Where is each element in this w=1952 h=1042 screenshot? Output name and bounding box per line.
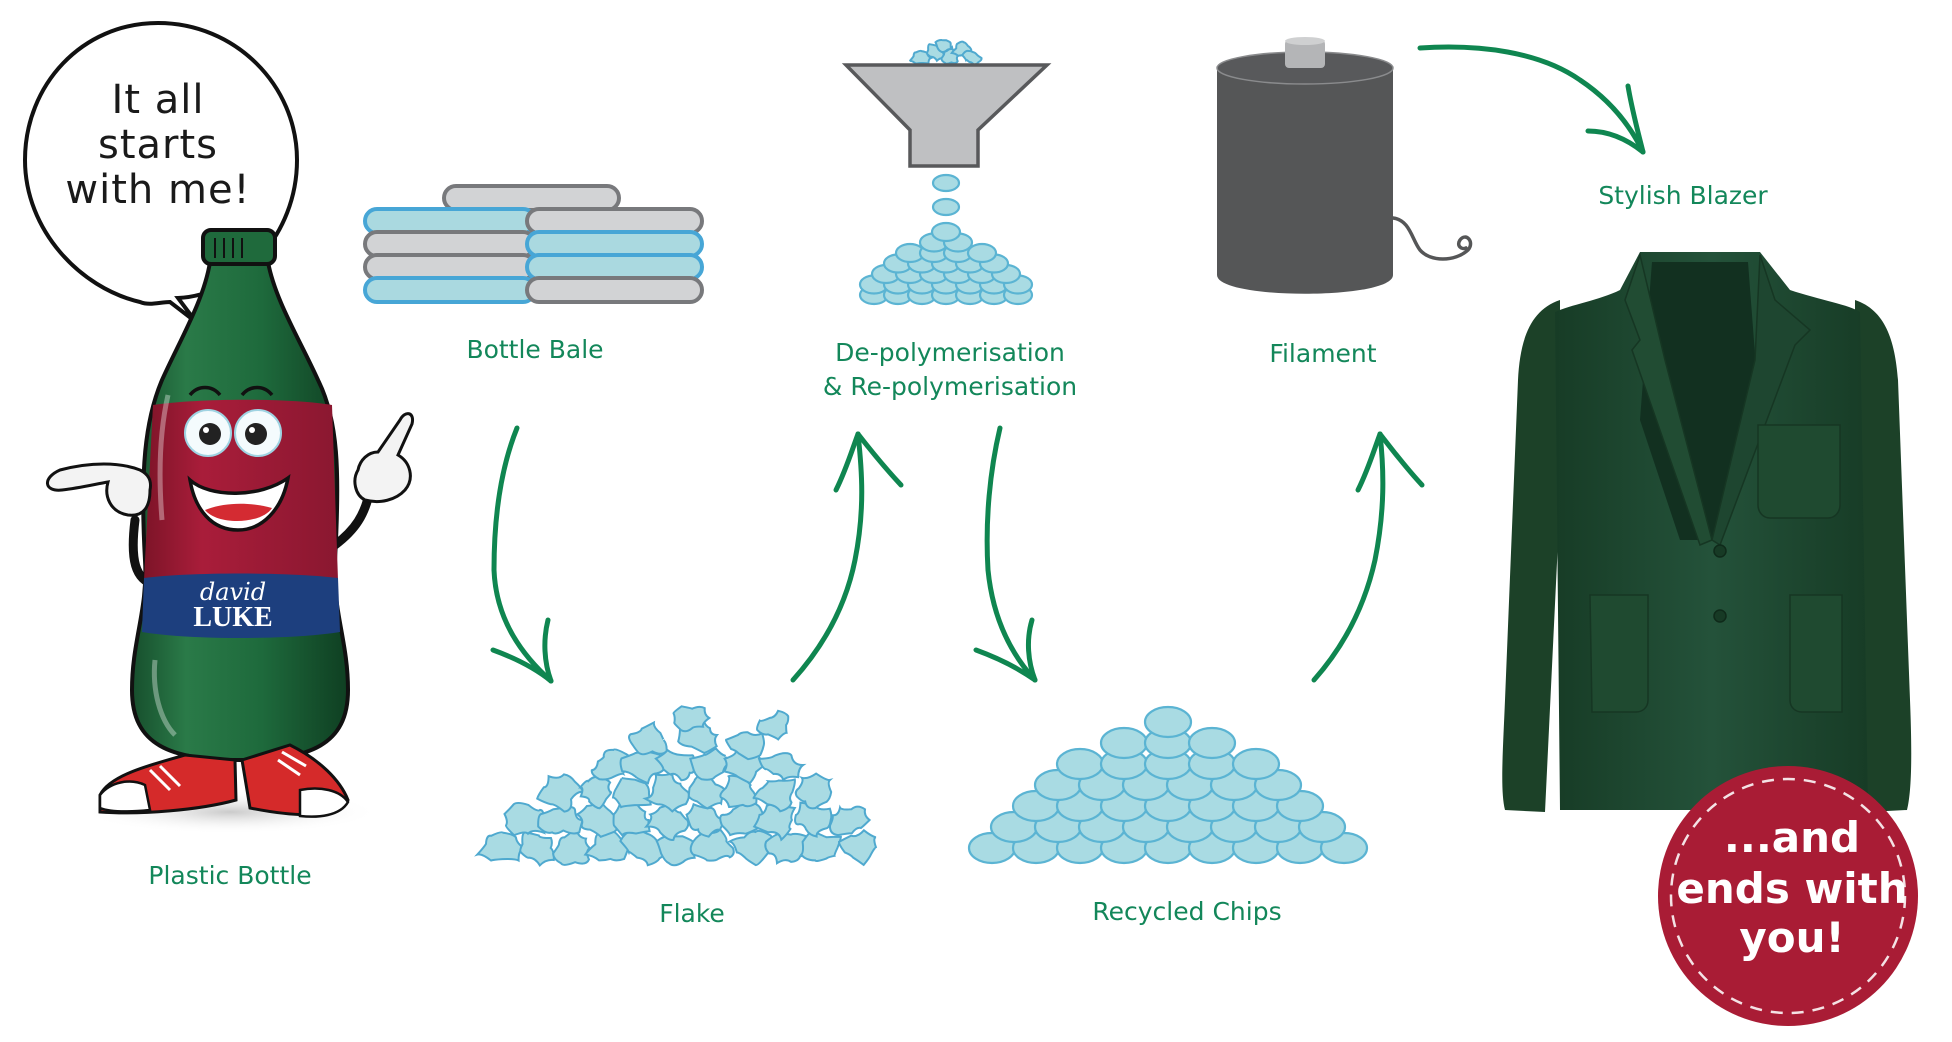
bottle-cap bbox=[201, 228, 277, 266]
brand-script-text: david bbox=[200, 578, 266, 606]
flake bbox=[828, 804, 872, 837]
label-recycled-chips: Recycled Chips bbox=[1092, 897, 1281, 926]
flake bbox=[672, 705, 712, 733]
flake bbox=[619, 829, 669, 867]
bubble-line-3: with me! bbox=[65, 167, 250, 213]
flake bbox=[726, 829, 774, 867]
flake bbox=[590, 748, 633, 781]
arrow-chips-to-filament bbox=[1311, 431, 1425, 683]
flake bbox=[752, 778, 796, 813]
arrow-filament-to-blazer bbox=[1417, 44, 1646, 155]
blazer-button-bottom bbox=[1713, 609, 1727, 623]
flake-pile bbox=[474, 705, 878, 868]
brand-caps-text: LUKE bbox=[193, 602, 272, 633]
flake bbox=[794, 801, 833, 838]
badge-line-1: ...and bbox=[1724, 813, 1860, 862]
flake bbox=[642, 770, 690, 813]
flake bbox=[611, 776, 652, 809]
blazer-left-lapel bbox=[1624, 252, 1713, 546]
flake bbox=[799, 829, 842, 863]
ends-with-you-badge: ...and ends with you! bbox=[1658, 766, 1918, 1026]
flake bbox=[654, 748, 695, 782]
chip bbox=[1055, 747, 1105, 781]
badge-line-2: ends with bbox=[1676, 864, 1907, 913]
falling-chip bbox=[931, 197, 961, 217]
arrow-bale-to-flake bbox=[490, 425, 554, 684]
mascot-bottle: david LUKE bbox=[46, 228, 415, 834]
flake bbox=[837, 828, 878, 867]
blazer-button-top bbox=[1713, 544, 1727, 558]
flake bbox=[725, 731, 766, 761]
mascot-eyes bbox=[184, 409, 282, 457]
flake bbox=[575, 798, 624, 838]
flake bbox=[612, 799, 651, 837]
blazer-breast-pocket bbox=[1757, 424, 1841, 519]
spool-body bbox=[1217, 68, 1393, 294]
falling-chips bbox=[931, 173, 961, 217]
label-depolymerisation-line1: De-polymerisation bbox=[835, 338, 1065, 367]
funnel-flakes bbox=[908, 38, 983, 67]
chip bbox=[1143, 705, 1193, 739]
bottle-label-blue bbox=[142, 573, 340, 638]
bubble-line-1: It all bbox=[112, 77, 205, 123]
arrow-depolymerisation-to-chips bbox=[973, 425, 1038, 683]
label-depolymerisation-line2: & Re-polymerisation bbox=[823, 372, 1077, 401]
bubble-line-2: starts bbox=[98, 122, 218, 168]
chip bbox=[966, 242, 998, 264]
flake bbox=[537, 805, 585, 835]
flake bbox=[756, 709, 790, 741]
right-hand bbox=[353, 412, 415, 504]
falling-chip bbox=[931, 173, 961, 193]
blazer-left-sleeve bbox=[1502, 300, 1560, 812]
flake bbox=[628, 720, 668, 756]
chip bbox=[930, 221, 962, 243]
blazer-left-pocket bbox=[1589, 594, 1649, 713]
bottle-bale-illustration bbox=[363, 184, 704, 304]
chip bbox=[1099, 726, 1149, 760]
flake bbox=[519, 831, 555, 868]
filament-spool bbox=[1216, 37, 1473, 294]
mascot-shoes bbox=[98, 743, 350, 818]
flake bbox=[689, 827, 735, 862]
flake bbox=[689, 746, 732, 781]
flake bbox=[655, 834, 696, 867]
spool-cap bbox=[1285, 40, 1325, 68]
recycled-chips-pile bbox=[967, 705, 1369, 865]
flake bbox=[474, 831, 527, 863]
blazer-right-sleeve bbox=[1855, 300, 1912, 812]
label-bottle-bale: Bottle Bale bbox=[466, 335, 603, 364]
chip bbox=[1187, 726, 1237, 760]
flake bbox=[961, 49, 983, 67]
small-chip-pile bbox=[858, 221, 1034, 306]
flake bbox=[536, 773, 586, 813]
flake bbox=[552, 826, 592, 866]
badge-stitch bbox=[1669, 777, 1907, 1015]
filament-thread bbox=[1391, 216, 1473, 261]
flake bbox=[764, 832, 812, 865]
left-hand bbox=[46, 462, 152, 517]
label-stylish-blazer: Stylish Blazer bbox=[1598, 181, 1768, 210]
flake bbox=[643, 804, 690, 841]
blazer-illustration bbox=[1502, 252, 1912, 812]
flake bbox=[578, 775, 613, 810]
arrow-flake-to-depolymerisation bbox=[790, 431, 904, 683]
flake bbox=[908, 49, 934, 66]
label-flake: Flake bbox=[659, 899, 725, 928]
funnel-illustration bbox=[841, 38, 1052, 306]
flake bbox=[583, 828, 630, 862]
badge-line-3: you! bbox=[1739, 913, 1844, 962]
flake bbox=[503, 801, 546, 837]
funnel bbox=[841, 63, 1052, 168]
flake bbox=[685, 802, 729, 838]
badge-circle bbox=[1658, 766, 1918, 1026]
flake bbox=[794, 772, 834, 810]
blazer-right-pocket bbox=[1789, 594, 1843, 713]
flake bbox=[757, 752, 807, 782]
label-filament: Filament bbox=[1269, 339, 1376, 368]
chip bbox=[1231, 747, 1281, 781]
label-plastic-bottle: Plastic Bottle bbox=[148, 861, 311, 890]
flake bbox=[934, 38, 953, 54]
